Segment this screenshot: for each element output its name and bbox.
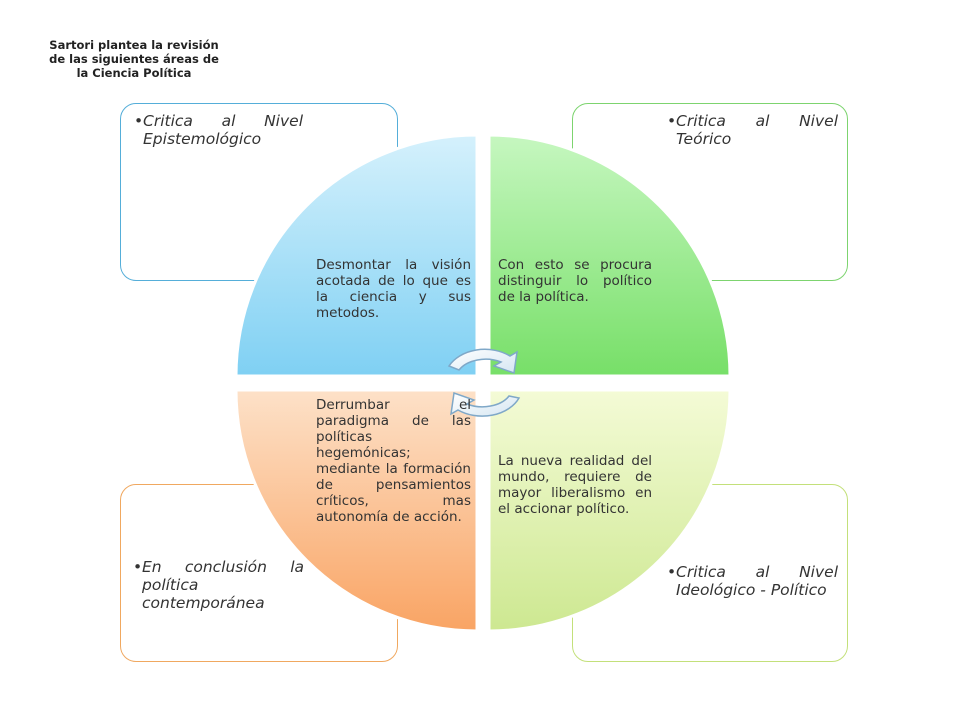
outer-label-ideological: • Critica al Nivel Ideológico - Político <box>667 563 838 599</box>
outer-label-epistemological: • Critica al Nivel Epistemológico <box>134 112 303 148</box>
outer-text: Critica al Nivel Epistemológico <box>143 112 303 148</box>
quadrant-top-right <box>487 133 732 378</box>
quadrant-bottom-right <box>487 388 732 633</box>
bullet-icon: • <box>667 563 677 581</box>
outer-text: Critica al Nivel Ideológico - Político <box>676 563 838 599</box>
cycle-arrows-icon <box>447 348 521 417</box>
outer-label-theoretical: • Critica al Nivel Teórico <box>667 112 838 148</box>
bullet-icon: • <box>667 112 677 130</box>
outer-label-conclusion: • En conclusión la política contemporáne… <box>133 558 304 612</box>
inner-text-top-right: Con esto se procura distinguir lo políti… <box>498 257 652 305</box>
diagram-title: Sartori plantea la revisión de las sigui… <box>49 38 219 80</box>
outer-text: Critica al Nivel Teórico <box>676 112 838 148</box>
bullet-icon: • <box>133 558 143 576</box>
outer-text: En conclusión la política contemporánea <box>142 558 304 612</box>
inner-text-bottom-left: Derrumbar el paradigma de las políticas … <box>316 397 471 525</box>
quadrant-top-left <box>234 133 479 378</box>
inner-text-bottom-right: La nueva realidad del mundo, requiere de… <box>498 453 652 517</box>
inner-text-top-left: Desmontar la visión acotada de lo que es… <box>316 257 471 321</box>
bullet-icon: • <box>134 112 144 130</box>
quadrant-bottom-left <box>234 388 479 633</box>
